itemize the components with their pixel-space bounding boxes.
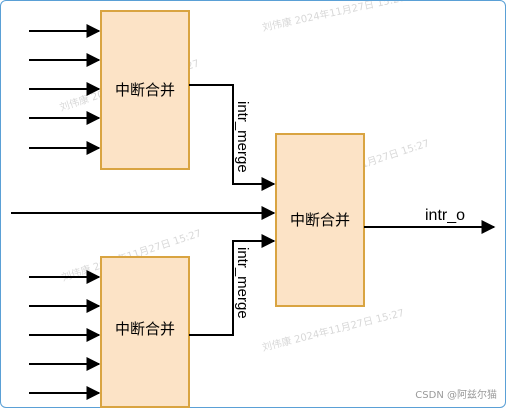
top-merge-output-label: intr_merge <box>234 101 251 173</box>
final-merge-label: 中断合并 <box>290 211 350 229</box>
bottom-merge-block: 中断合并 <box>100 256 190 408</box>
bottom-merge-output-wire <box>189 234 276 336</box>
bottom-merge-output-label: intr_merge <box>234 247 251 319</box>
top-merge-output-wire <box>189 84 276 191</box>
bottom-merge-box <box>100 256 190 408</box>
final-merge-block: 中断合并 <box>275 133 365 307</box>
bottom-merge-label: 中断合并 <box>115 320 175 338</box>
top-merge-label: 中断合并 <box>115 81 175 99</box>
top-input-arrows <box>29 24 101 155</box>
csdn-credit: CSDN @阿兹尔猫 <box>415 390 497 401</box>
watermark-text: 刘伟康 2024年11月27日 15:27 <box>261 1 407 34</box>
bottom-input-arrows <box>29 270 101 400</box>
watermark-text: 刘伟康 2024年11月27日 15:27 <box>261 306 406 354</box>
top-merge-block: 中断合并 <box>100 10 190 170</box>
final-merge-box <box>275 133 365 307</box>
final-output-label: intr_o <box>425 207 465 224</box>
top-merge-box <box>100 10 190 170</box>
